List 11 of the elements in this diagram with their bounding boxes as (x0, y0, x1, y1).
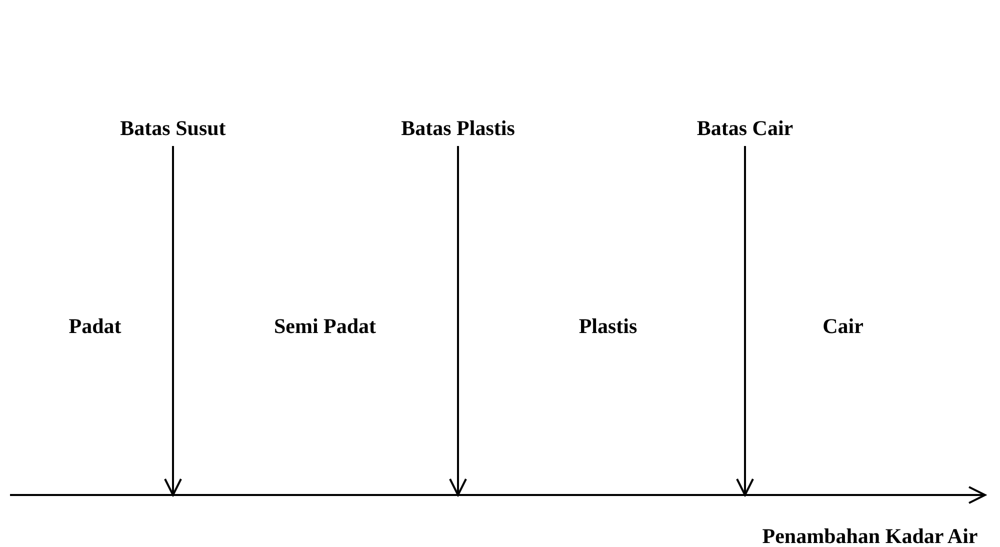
state-label: Semi Padat (274, 314, 376, 338)
arrow (164, 146, 182, 496)
state-label: Plastis (578, 314, 638, 338)
limit-label: Batas Cair (696, 116, 794, 140)
limit-label: Batas Plastis (401, 116, 515, 140)
arrow (736, 146, 754, 496)
axis-label: Penambahan Kadar Air (762, 524, 978, 547)
arrow (449, 146, 467, 496)
limit-label: Batas Susut (120, 116, 226, 140)
state-label: Cair (822, 314, 864, 338)
state-label: Padat (68, 314, 122, 338)
